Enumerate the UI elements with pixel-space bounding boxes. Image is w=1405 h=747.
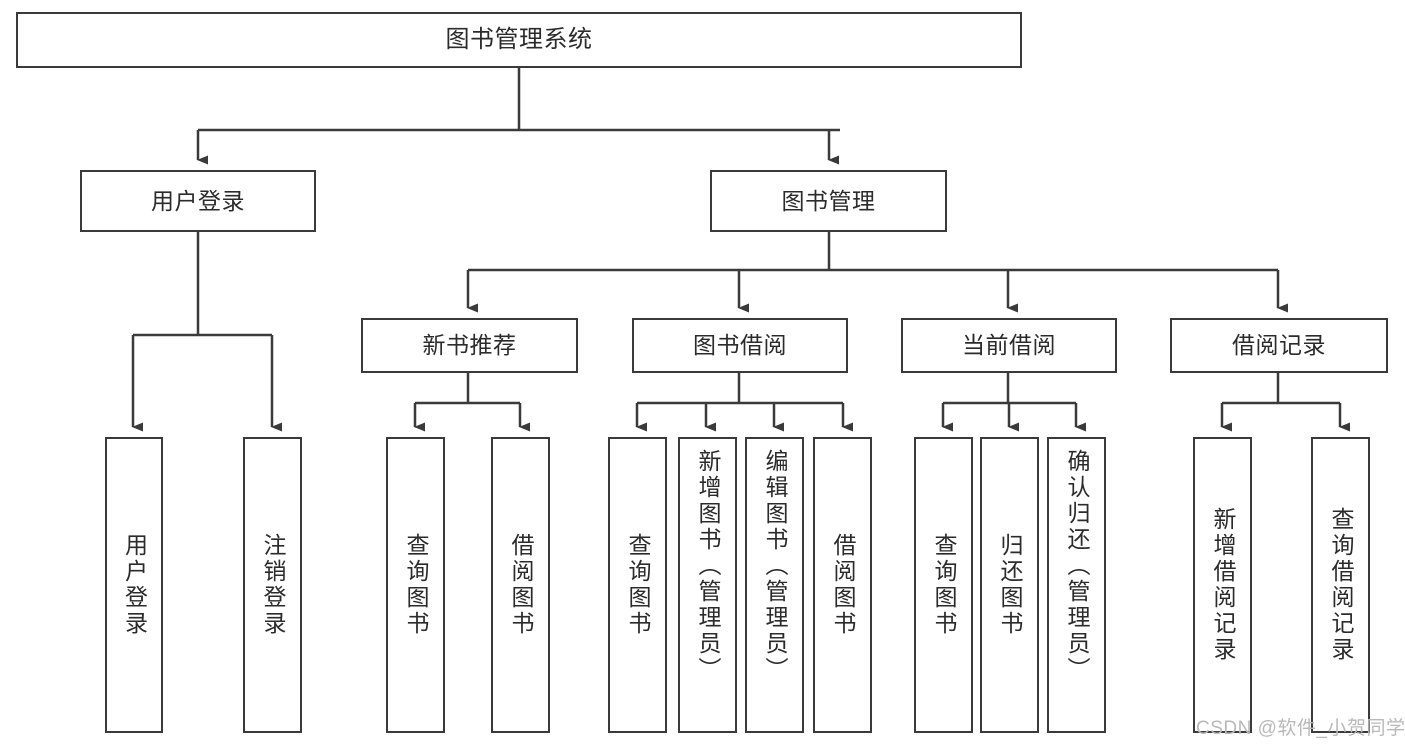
node-label: 新书推荐 [422, 332, 517, 359]
node-label: 编辑图书（管理员） [762, 449, 788, 683]
node-leaf-query-book-borrow[interactable]: 查询图书 [608, 437, 667, 733]
node-label: 图书借阅 [693, 332, 787, 359]
csdn-watermark: CSDN @软件_小贺同学 [1196, 718, 1405, 739]
node-leaf-edit-book[interactable]: 编辑图书（管理员） [745, 437, 804, 733]
node-leaf-borrow-book-borrow[interactable]: 借阅图书 [813, 437, 872, 733]
node-label: 当前借阅 [962, 332, 1056, 359]
node-leaf-return-book[interactable]: 归还图书 [980, 437, 1039, 733]
node-label: 确认归还（管理员） [1064, 449, 1090, 683]
node-leaf-add-borrow-record[interactable]: 新增借阅记录 [1193, 437, 1252, 733]
node-label: 查询图书 [625, 533, 651, 637]
node-label: 查询图书 [403, 533, 429, 637]
node-label: 查询借阅记录 [1328, 507, 1354, 663]
node-borrow-record[interactable]: 借阅记录 [1170, 318, 1388, 373]
node-label: 注销登录 [260, 533, 286, 637]
node-label: 归还图书 [997, 533, 1023, 637]
node-label: 借阅图书 [508, 533, 534, 637]
node-label: 用户登录 [121, 533, 148, 637]
node-leaf-confirm-return[interactable]: 确认归还（管理员） [1047, 437, 1106, 733]
node-label: 新增图书（管理员） [695, 449, 721, 683]
node-book-management[interactable]: 图书管理 [710, 170, 947, 232]
node-label: 图书管理系统 [445, 26, 593, 54]
node-leaf-query-book-current[interactable]: 查询图书 [914, 437, 973, 733]
node-leaf-query-borrow-record[interactable]: 查询借阅记录 [1311, 437, 1370, 733]
node-label: 图书管理 [781, 187, 876, 214]
node-leaf-user-login[interactable]: 用户登录 [105, 437, 163, 733]
node-leaf-add-book[interactable]: 新增图书（管理员） [678, 437, 737, 733]
node-user-login[interactable]: 用户登录 [80, 170, 316, 232]
node-book-borrow[interactable]: 图书借阅 [632, 318, 848, 373]
node-leaf-logout-login[interactable]: 注销登录 [243, 437, 302, 733]
node-current-borrow[interactable]: 当前借阅 [901, 318, 1117, 373]
node-book-management-system[interactable]: 图书管理系统 [16, 12, 1022, 68]
node-label: 用户登录 [151, 187, 245, 214]
node-label: 查询图书 [931, 533, 957, 637]
node-label: 新增借阅记录 [1210, 507, 1236, 663]
node-label: 借阅记录 [1232, 332, 1326, 359]
node-leaf-borrow-book-recommend[interactable]: 借阅图书 [491, 437, 550, 733]
node-new-book-recommend[interactable]: 新书推荐 [361, 318, 578, 373]
node-leaf-query-book-recommend[interactable]: 查询图书 [386, 437, 445, 733]
node-label: 借阅图书 [830, 533, 856, 637]
